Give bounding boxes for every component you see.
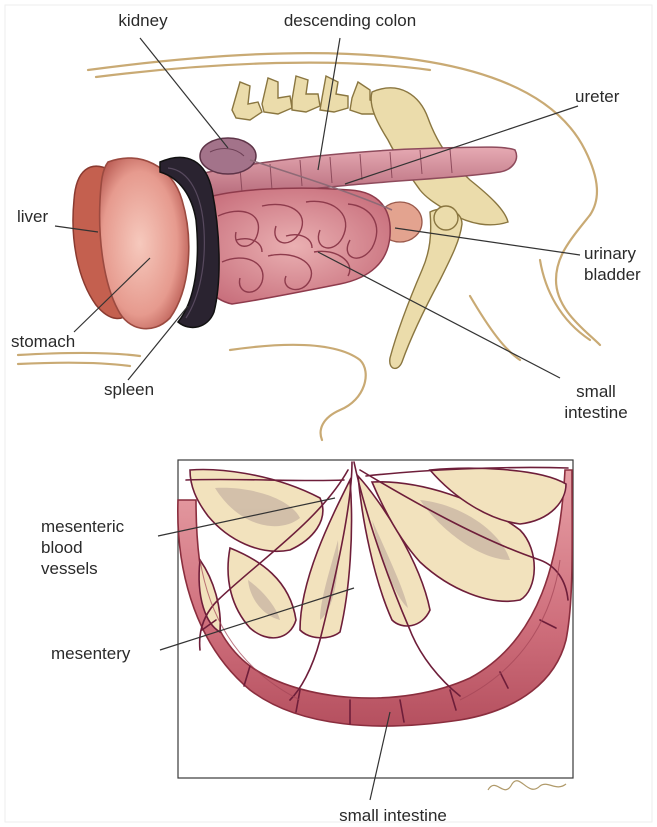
label-spleen: spleen	[104, 379, 154, 400]
label-small-intestine-top: small intestine	[556, 381, 636, 423]
mesentery-icon	[178, 460, 573, 778]
label-mesenteric-blood-vessels: mesenteric blood vessels	[41, 516, 124, 579]
label-ureter: ureter	[575, 86, 619, 107]
label-liver: liver	[17, 206, 48, 227]
label-mesentery: mesentery	[51, 643, 130, 664]
kidney-icon	[200, 138, 256, 174]
label-urinary-bladder: urinary bladder	[584, 243, 641, 285]
label-kidney: kidney	[108, 10, 178, 31]
label-descending-colon: descending colon	[262, 10, 438, 31]
label-stomach: stomach	[11, 331, 75, 352]
label-small-intestine-bottom: small intestine	[318, 805, 468, 826]
